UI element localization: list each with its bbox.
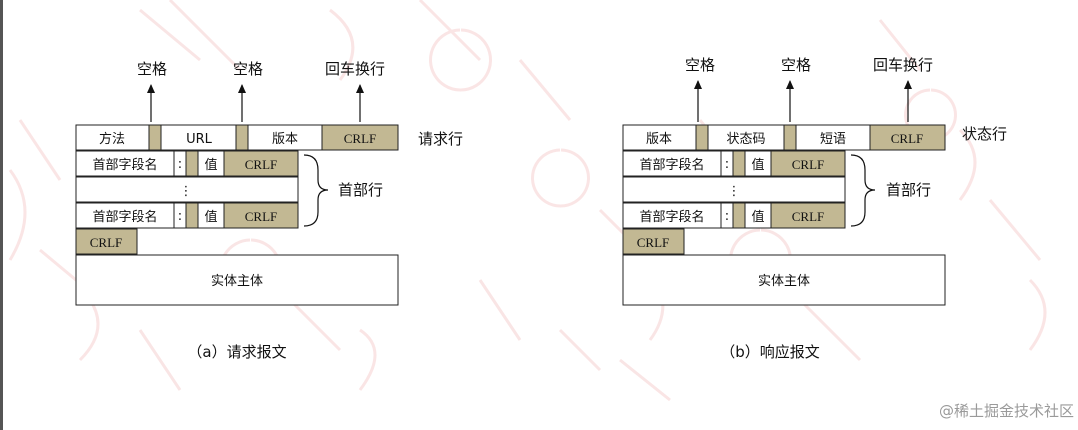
request-url-text: URL (186, 132, 213, 147)
request-crlf-text: CRLF (344, 131, 377, 146)
request-header-crlf-cell-2 (223, 202, 299, 229)
request-header-lines-label: 首部行 (338, 181, 383, 199)
request-header-crlf-cell-1 (223, 150, 299, 177)
response-crlf-cell (869, 124, 946, 151)
request-header-colon-text-2: : (178, 209, 182, 224)
request-url-cell (160, 124, 237, 151)
request-header-ellipsis-cell (75, 176, 299, 203)
request-body-text: 实体主体 (211, 274, 263, 289)
request-space-label-2: 空格 (233, 60, 263, 78)
response-header-name-text-1: 首部字段名 (639, 157, 704, 173)
response-header-crlf-text-1: CRLF (792, 157, 825, 172)
response-status-code-text: 状态码 (726, 132, 765, 147)
left-edge-bar (0, 0, 3, 430)
response-space-cell-2 (783, 124, 797, 151)
response-header-ellipsis-text: ⋮ (728, 184, 741, 199)
response-header-sep-cell-1 (732, 150, 746, 177)
request-header-colon-text-1: : (178, 157, 182, 172)
request-header-name-text-1: 首部字段名 (92, 157, 157, 173)
response-header-value-text-2: 值 (751, 209, 764, 225)
response-space-label-1: 空格 (685, 56, 715, 74)
request-space-cell-2 (235, 124, 249, 151)
response-blank-crlf-cell (622, 228, 685, 255)
response-header-name-cell-1 (622, 150, 722, 177)
response-space-label-2: 空格 (781, 56, 811, 74)
request-version-text: 版本 (272, 132, 298, 147)
request-blank-crlf-cell (75, 228, 138, 255)
request-header-value-text-1: 值 (204, 157, 217, 173)
response-phrase-text: 短语 (820, 132, 846, 147)
response-blank-crlf-text: CRLF (637, 235, 670, 250)
request-header-sep-cell-2 (185, 202, 199, 229)
response-message: 空格 空格 回车换行 版本 状态码 短语 CRLF 状态行 首部字段名 : 值 … (622, 56, 1007, 361)
request-header-name-text-2: 首部字段名 (92, 209, 157, 225)
response-header-colon-text-1: : (725, 157, 729, 172)
response-space-cell-1 (695, 124, 709, 151)
request-header-sep-cell-1 (185, 150, 199, 177)
response-crlf-label: 回车换行 (873, 56, 933, 74)
request-header-crlf-text-1: CRLF (245, 157, 278, 172)
request-space-label-1: 空格 (137, 60, 167, 78)
request-method-text: 方法 (99, 131, 125, 147)
response-body-cell (622, 254, 946, 306)
request-crlf-cell (321, 124, 399, 151)
request-method-cell (75, 124, 150, 151)
response-header-brace (850, 154, 876, 227)
request-space-cell-1 (148, 124, 162, 151)
response-header-name-text-2: 首部字段名 (639, 209, 704, 225)
request-header-crlf-text-2: CRLF (245, 209, 278, 224)
response-line-label: 状态行 (962, 125, 1007, 143)
request-blank-crlf-text: CRLF (90, 235, 123, 250)
response-header-crlf-text-2: CRLF (792, 209, 825, 224)
response-header-lines-label: 首部行 (886, 181, 931, 199)
request-header-value-text-2: 值 (204, 209, 217, 225)
response-version-text: 版本 (646, 132, 672, 147)
request-crlf-label: 回车换行 (325, 60, 385, 78)
response-header-crlf-cell-1 (770, 150, 846, 177)
request-message: 空格 空格 回车换行 方法 URL 版本 CRLF 请求行 首部字段名 : 值 … (75, 60, 463, 361)
response-body-text: 实体主体 (758, 274, 810, 289)
response-header-colon-text-2: : (725, 209, 729, 224)
response-header-name-cell-2 (622, 202, 722, 229)
request-version-cell (247, 124, 323, 151)
response-header-value-text-1: 值 (751, 157, 764, 173)
response-crlf-text: CRLF (891, 131, 924, 146)
request-header-name-cell-1 (75, 150, 175, 177)
request-header-value-cell-2 (197, 202, 225, 229)
response-caption: （b）响应报文 (720, 343, 820, 361)
response-header-ellipsis-cell (622, 176, 846, 203)
response-header-crlf-cell-2 (770, 202, 846, 229)
request-header-name-cell-2 (75, 202, 175, 229)
request-body-cell (75, 254, 399, 306)
request-header-brace (303, 154, 329, 227)
request-header-ellipsis-text: ⋮ (180, 184, 193, 199)
footer-credit: @稀土掘金技术社区 (938, 402, 1074, 420)
request-caption: （a）请求报文 (187, 343, 286, 361)
request-line-label: 请求行 (418, 130, 463, 148)
response-header-sep-cell-2 (732, 202, 746, 229)
